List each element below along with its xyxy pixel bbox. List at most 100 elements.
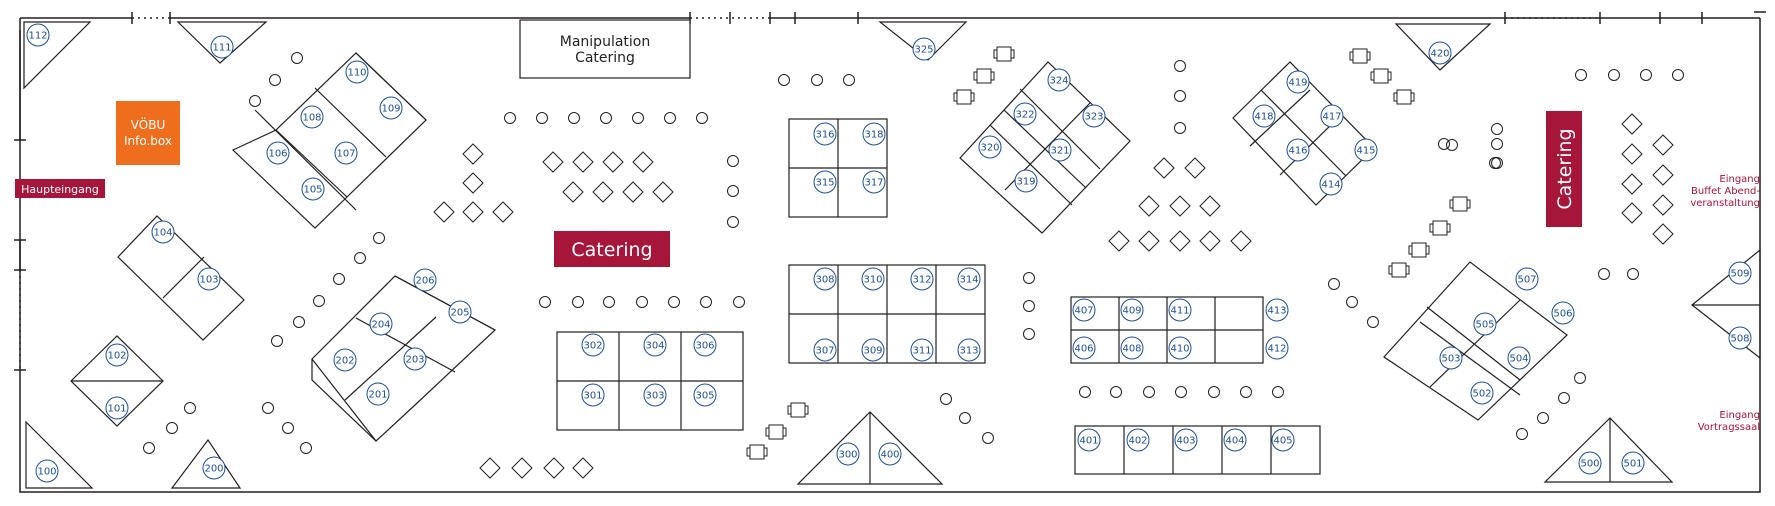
- booth-412[interactable]: 412: [1265, 336, 1289, 360]
- booth-313[interactable]: 313: [957, 338, 981, 362]
- booth-408[interactable]: 408: [1120, 336, 1144, 360]
- booth-205[interactable]: 205: [448, 300, 472, 324]
- booth-circle: [1223, 428, 1247, 452]
- booth-105[interactable]: 105: [301, 177, 325, 201]
- booth-404[interactable]: 404: [1223, 428, 1247, 452]
- booth-301[interactable]: 301: [581, 383, 605, 407]
- booth-106[interactable]: 106: [266, 141, 290, 165]
- booth-number: 303: [645, 391, 664, 402]
- booth-506[interactable]: 506: [1551, 301, 1575, 325]
- round-table: [262, 402, 274, 414]
- booth-100[interactable]: 100: [35, 459, 59, 483]
- booth-505[interactable]: 505: [1473, 312, 1497, 336]
- booth-309[interactable]: 309: [861, 338, 885, 362]
- booth-320[interactable]: 320: [978, 135, 1002, 159]
- booth-303[interactable]: 303: [643, 383, 667, 407]
- round-table: [1446, 139, 1458, 151]
- booth-108[interactable]: 108: [300, 105, 324, 129]
- booth-111[interactable]: 111: [210, 35, 234, 59]
- booth-501[interactable]: 501: [1621, 451, 1645, 475]
- booth-circle: [1252, 104, 1276, 128]
- booth-107[interactable]: 107: [334, 141, 358, 165]
- booth-102[interactable]: 102: [105, 343, 129, 367]
- booth-402[interactable]: 402: [1126, 428, 1150, 452]
- round-table: [568, 112, 580, 124]
- booth-323[interactable]: 323: [1082, 104, 1106, 128]
- booth-411[interactable]: 411: [1168, 298, 1192, 322]
- armchair: [1352, 48, 1368, 64]
- booth-500[interactable]: 500: [1578, 451, 1602, 475]
- booth-420[interactable]: 420: [1428, 41, 1452, 65]
- booth-403[interactable]: 403: [1174, 428, 1198, 452]
- booth-200[interactable]: 200: [202, 456, 226, 480]
- eingang-buffet-line2: Buffet Abend-: [1691, 186, 1760, 197]
- booth-503[interactable]: 503: [1439, 346, 1463, 370]
- booth-319[interactable]: 319: [1014, 169, 1038, 193]
- booth-416[interactable]: 416: [1286, 138, 1310, 162]
- booth-401[interactable]: 401: [1077, 428, 1101, 452]
- booth-504[interactable]: 504: [1507, 346, 1531, 370]
- booth-509[interactable]: 509: [1728, 261, 1752, 285]
- booth-202[interactable]: 202: [333, 348, 357, 372]
- booth-316[interactable]: 316: [813, 122, 837, 146]
- booth-315[interactable]: 315: [813, 170, 837, 194]
- booth-number: 101: [107, 404, 126, 415]
- booth-325[interactable]: 325: [912, 37, 936, 61]
- booth-305[interactable]: 305: [693, 383, 717, 407]
- booth-414[interactable]: 414: [1319, 172, 1343, 196]
- booth-314[interactable]: 314: [957, 267, 981, 291]
- booth-415[interactable]: 415: [1354, 138, 1378, 162]
- booth-413[interactable]: 413: [1265, 298, 1289, 322]
- booth-507[interactable]: 507: [1515, 267, 1539, 291]
- booth-406[interactable]: 406: [1072, 336, 1096, 360]
- booth-418[interactable]: 418: [1252, 104, 1276, 128]
- booth-322[interactable]: 322: [1013, 102, 1037, 126]
- armchair: [749, 444, 765, 460]
- booth-324[interactable]: 324: [1047, 68, 1071, 92]
- booth-103[interactable]: 103: [197, 267, 221, 291]
- booth-409[interactable]: 409: [1120, 298, 1144, 322]
- booth-400[interactable]: 400: [878, 442, 902, 466]
- booth-410[interactable]: 410: [1168, 336, 1192, 360]
- armchair-arm: [1388, 265, 1393, 275]
- booth-300[interactable]: 300: [836, 442, 860, 466]
- round-table: [1272, 386, 1284, 398]
- booth-317[interactable]: 317: [862, 170, 886, 194]
- booth-321[interactable]: 321: [1048, 138, 1072, 162]
- booth-302[interactable]: 302: [581, 333, 605, 357]
- stand-divider: [394, 275, 496, 331]
- booth-318[interactable]: 318: [862, 122, 886, 146]
- booth-311[interactable]: 311: [910, 338, 934, 362]
- booth-201[interactable]: 201: [366, 382, 390, 406]
- booth-204[interactable]: 204: [369, 312, 393, 336]
- booth-417[interactable]: 417: [1320, 104, 1344, 128]
- booth-419[interactable]: 419: [1286, 70, 1310, 94]
- booth-307[interactable]: 307: [813, 338, 837, 362]
- booth-405[interactable]: 405: [1271, 428, 1295, 452]
- round-table: [1175, 386, 1187, 398]
- booth-circle: [1621, 451, 1645, 475]
- booth-304[interactable]: 304: [643, 333, 667, 357]
- stand-block-401: [1074, 425, 1321, 475]
- booth-109[interactable]: 109: [379, 96, 403, 120]
- booth-101[interactable]: 101: [105, 396, 129, 420]
- booth-508[interactable]: 508: [1728, 326, 1752, 350]
- booth-206[interactable]: 206: [413, 268, 437, 292]
- booth-310[interactable]: 310: [861, 267, 885, 291]
- booth-502[interactable]: 502: [1470, 381, 1494, 405]
- booth-104[interactable]: 104: [151, 220, 175, 244]
- standing-table: [1184, 157, 1206, 179]
- standing-table: [1138, 230, 1160, 252]
- booth-407[interactable]: 407: [1072, 298, 1096, 322]
- standing-table: [1230, 230, 1252, 252]
- booth-312[interactable]: 312: [910, 267, 934, 291]
- standing-table: [1169, 195, 1191, 217]
- booth-203[interactable]: 203: [403, 347, 427, 371]
- booth-308[interactable]: 308: [813, 267, 837, 291]
- booth-112[interactable]: 112: [26, 23, 50, 47]
- booth-306[interactable]: 306: [693, 333, 717, 357]
- armchair-arm: [1446, 223, 1451, 233]
- booth-number: 321: [1050, 146, 1069, 157]
- round-table: [1328, 278, 1340, 290]
- booth-110[interactable]: 110: [345, 60, 369, 84]
